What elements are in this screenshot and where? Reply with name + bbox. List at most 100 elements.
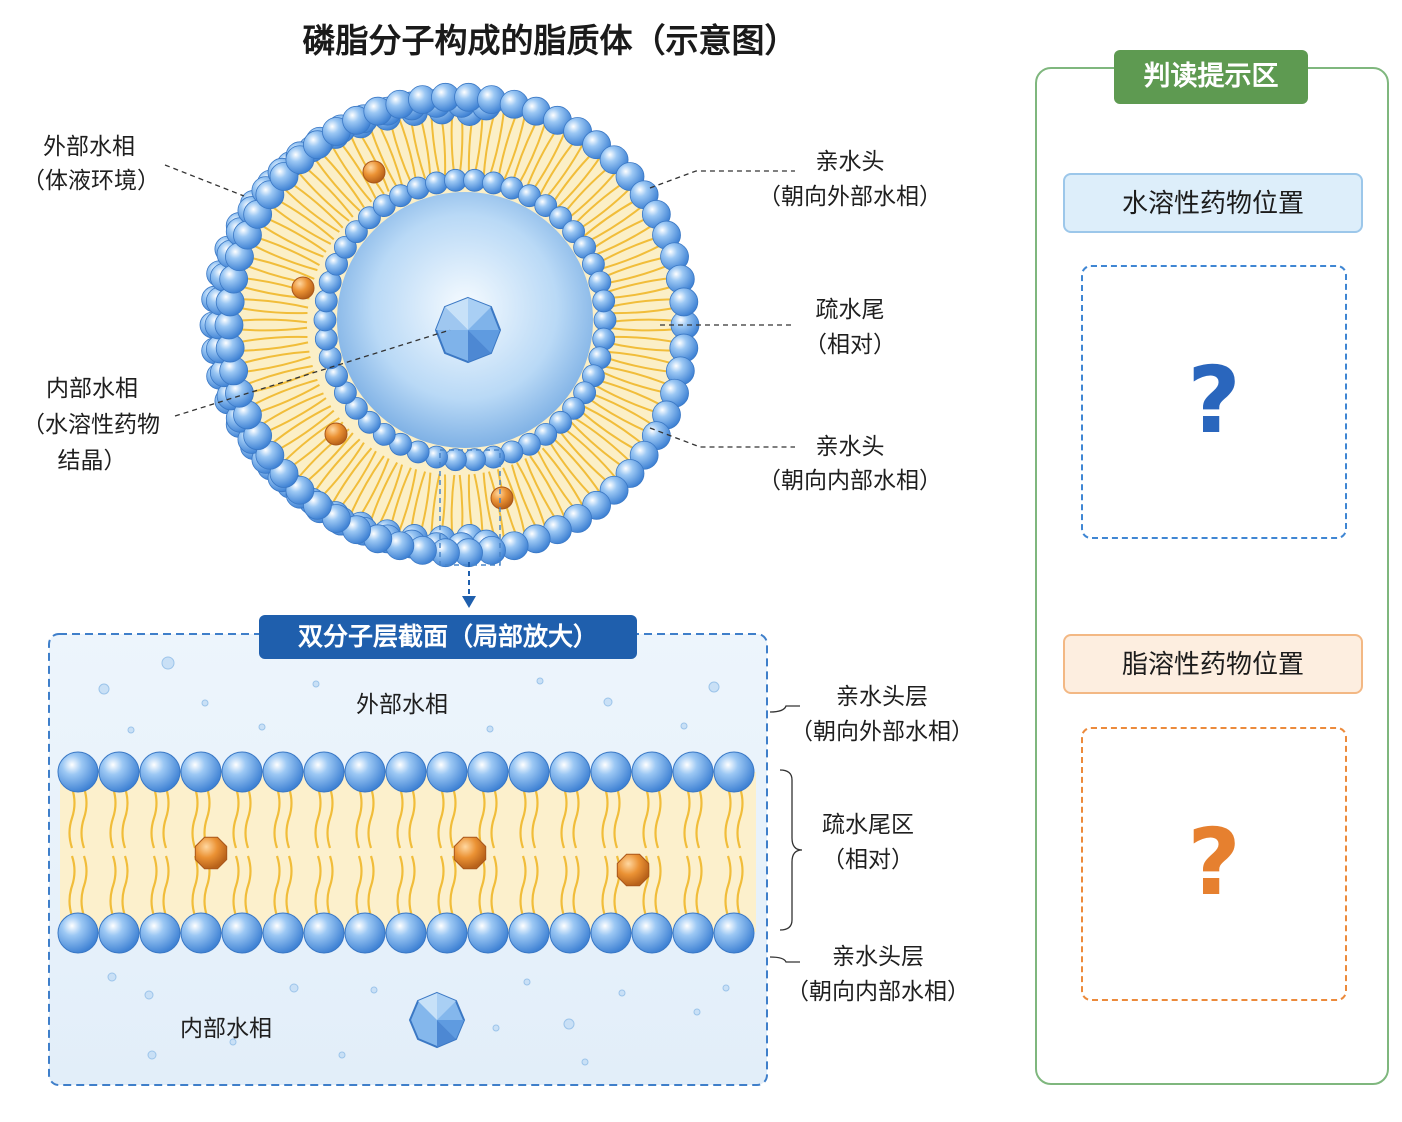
- top-head: [713, 751, 755, 793]
- page-title: 磷脂分子构成的脂质体（示意图）: [302, 21, 798, 60]
- bottom-head: [631, 912, 673, 954]
- water-soluble-answer-box[interactable]: ?: [1081, 265, 1347, 539]
- top-head: [590, 751, 632, 793]
- tail-strand: [162, 787, 170, 849]
- lipid-drug-crystal: [453, 836, 487, 870]
- bottom-head: [672, 912, 714, 954]
- tail-strand: [502, 113, 527, 183]
- tail-strand: [396, 855, 404, 917]
- tail-strand: [367, 787, 375, 849]
- tail-strand: [408, 787, 416, 849]
- section-lipid-drugs: [194, 836, 650, 887]
- tail-strand: [285, 855, 293, 917]
- top-head: [385, 751, 427, 793]
- water-bubble: [258, 723, 266, 731]
- tail-strand: [269, 204, 332, 245]
- bottom-head: [139, 912, 181, 954]
- water-bubble: [722, 984, 730, 992]
- tail-strand: [68, 787, 76, 849]
- label-head-inner: 亲水头: [815, 434, 885, 460]
- water-bubble: [563, 1018, 575, 1030]
- water-bubble: [98, 683, 110, 695]
- tail-strand: [150, 787, 158, 849]
- tail-strand: [519, 787, 527, 849]
- water-bubble: [312, 680, 320, 688]
- tail-strand: [478, 787, 486, 849]
- tail-strand: [258, 223, 324, 258]
- top-head: [672, 751, 714, 793]
- water-bubble: [161, 656, 175, 670]
- tail-strand: [560, 855, 568, 917]
- tail-strand: [478, 855, 486, 917]
- tail-strand: [282, 417, 340, 464]
- tail-strand: [109, 787, 117, 849]
- bottom-head: [221, 912, 263, 954]
- bottom-head: [303, 912, 345, 954]
- water-bubble: [370, 986, 378, 994]
- water-bubble: [229, 1038, 237, 1046]
- label-tail-sub: （相对）: [804, 332, 896, 358]
- bottom-head: [713, 912, 755, 954]
- tail-strand: [695, 787, 703, 849]
- water-bubble: [486, 725, 494, 733]
- tail-strand: [296, 170, 350, 222]
- section-tail-band: [60, 772, 756, 932]
- lipid-soluble-header: 脂溶性药物位置: [1063, 634, 1363, 694]
- tail-strand: [408, 855, 416, 917]
- tail-strand: [191, 787, 199, 849]
- bottom-head: [385, 912, 427, 954]
- bottom-head: [262, 912, 304, 954]
- water-bubble: [523, 978, 531, 986]
- bottom-head: [590, 912, 632, 954]
- inner-head: [314, 327, 338, 351]
- tail-strand: [582, 405, 645, 446]
- label-outer-phase: 外部水相: [43, 134, 135, 160]
- label-head-inner-sub: （朝向内部水相）: [758, 468, 942, 494]
- outer-head-ring: [199, 82, 700, 568]
- tail-strand: [355, 787, 363, 849]
- section-heads: [57, 751, 755, 954]
- tail-strand: [249, 242, 318, 272]
- question-mark-icon: ?: [1187, 347, 1241, 454]
- inner-head: [314, 289, 338, 313]
- water-bubble: [536, 677, 544, 685]
- bottom-head: [344, 912, 386, 954]
- tail-strand: [314, 855, 322, 917]
- tail-strand: [490, 855, 498, 917]
- water-bubble: [708, 681, 720, 693]
- water-bubble: [492, 1024, 500, 1032]
- section-tail-zone: 疏水尾区: [822, 812, 914, 838]
- tail-strand: [314, 787, 322, 849]
- lipid-soluble-answer-box[interactable]: ?: [1081, 727, 1347, 1001]
- tail-strand: [654, 787, 662, 849]
- tail-strand: [531, 787, 539, 849]
- tail-strand: [572, 787, 580, 849]
- bilayer-section: [48, 633, 768, 1086]
- water-bubble: [107, 972, 117, 982]
- tail-strand: [162, 855, 170, 917]
- water-bubble: [201, 699, 209, 707]
- label-outer-phase-sub: （体液环境）: [22, 168, 160, 194]
- lipid-drug-crystal: [616, 853, 650, 887]
- bottom-head: [426, 912, 468, 954]
- section-head-top-sub: （朝向外部水相）: [790, 719, 974, 745]
- tail-strand: [80, 787, 88, 849]
- tail-strand: [273, 855, 281, 917]
- inner-head: [425, 171, 448, 195]
- label-head-outer-sub: （朝向外部水相）: [758, 184, 942, 210]
- tail-strand: [437, 787, 445, 849]
- tail-strand: [367, 855, 375, 917]
- tail-strand: [437, 855, 445, 917]
- inner-head-ring: [313, 168, 617, 472]
- top-head: [221, 751, 263, 793]
- inner-head: [444, 448, 467, 472]
- inner-head: [345, 396, 368, 420]
- water-bubble: [144, 990, 154, 1000]
- bottom-head: [180, 912, 222, 954]
- tail-strand: [282, 186, 340, 233]
- section-tag: 双分子层截面（局部放大）: [259, 615, 637, 659]
- water-bubble: [603, 697, 613, 707]
- tail-strand: [529, 455, 567, 520]
- tail-strand: [572, 855, 580, 917]
